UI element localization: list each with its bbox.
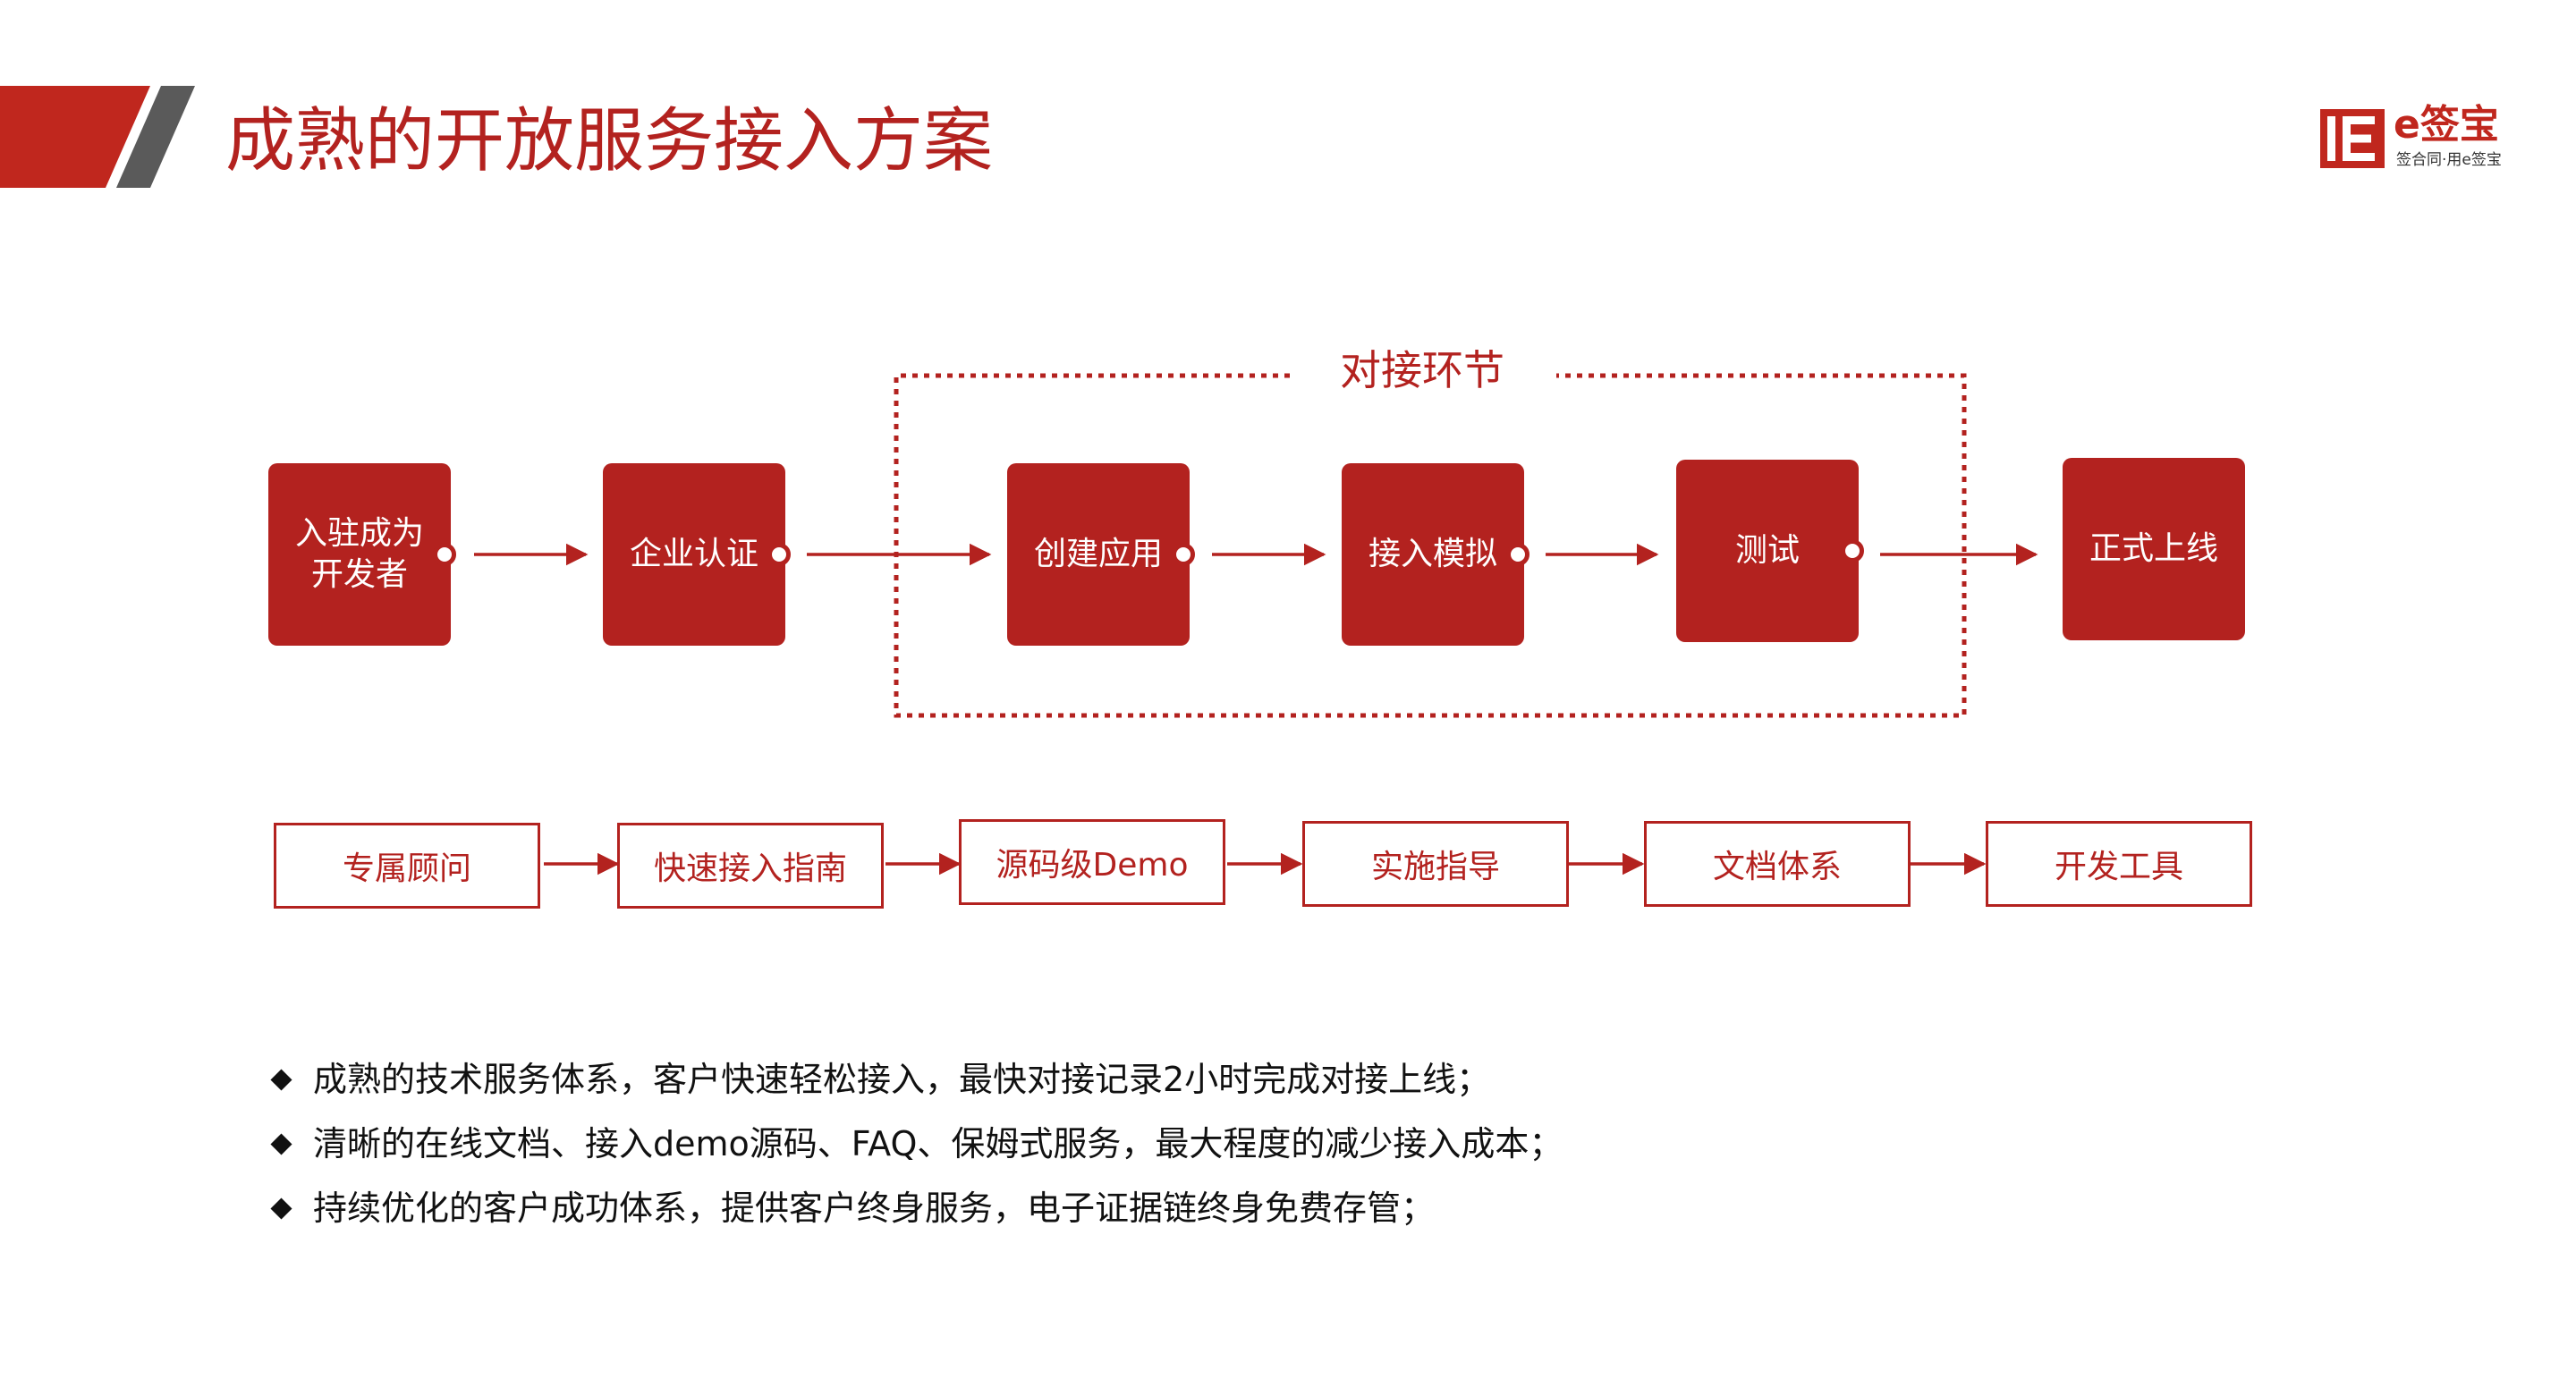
header-red-band: [0, 86, 150, 188]
header-decoration: [0, 86, 195, 188]
process-step-label: 正式上线: [2089, 530, 2218, 567]
integration-group-label: 对接环节: [1340, 346, 1504, 394]
integration-frame: [894, 373, 1967, 718]
service-quick-start-guide: 快速接入指南: [617, 823, 884, 909]
process-step-label: 接入模拟: [1368, 536, 1497, 572]
connector-dot: [1172, 543, 1195, 566]
process-step-label: 创建应用: [1033, 536, 1163, 572]
bullet-item: 持续优化的客户成功体系，提供客户终身服务，电子证据链终身免费存管；: [313, 1189, 1436, 1228]
process-step-enterprise-verification: 企业认证: [603, 463, 785, 646]
process-step-integration-simulation: 接入模拟: [1342, 463, 1524, 646]
service-documentation-system: 文档体系: [1644, 821, 1911, 907]
connector-dot: [1841, 539, 1864, 563]
bullet-item: 清晰的在线文档、接入demo源码、FAQ、保姆式服务，最大程度的减少接入成本；: [313, 1124, 1563, 1163]
connector-dot: [1506, 543, 1530, 566]
logo-wordmark: e签宝: [2394, 102, 2499, 148]
process-step-go-live: 正式上线: [2063, 458, 2245, 640]
service-implementation-guidance: 实施指导: [1302, 821, 1569, 907]
service-source-demo: 源码级Demo: [959, 819, 1225, 905]
process-step-testing: 测试: [1676, 460, 1859, 642]
bullet-item: 成熟的技术服务体系，客户快速轻松接入，最快对接记录2小时完成对接上线；: [313, 1060, 1491, 1099]
process-step-register-developer: 入驻成为 开发者: [268, 463, 451, 646]
process-step-label: 入驻成为 开发者: [294, 515, 424, 593]
process-step-create-app: 创建应用: [1007, 463, 1190, 646]
page-title: 成熟的开放服务接入方案: [225, 101, 994, 182]
connector-dot: [433, 543, 456, 566]
connector-dot: [767, 543, 791, 566]
logo-tagline: 签合同·用e签宝: [2396, 151, 2502, 169]
process-step-label: 企业认证: [629, 536, 758, 572]
process-step-label: 测试: [1734, 532, 1800, 569]
service-dedicated-consultant: 专属顾问: [274, 823, 540, 909]
service-developer-tools: 开发工具: [1986, 821, 2252, 907]
esign-logo-mark-icon: [2320, 109, 2385, 168]
header-gray-stripe: [116, 86, 195, 188]
